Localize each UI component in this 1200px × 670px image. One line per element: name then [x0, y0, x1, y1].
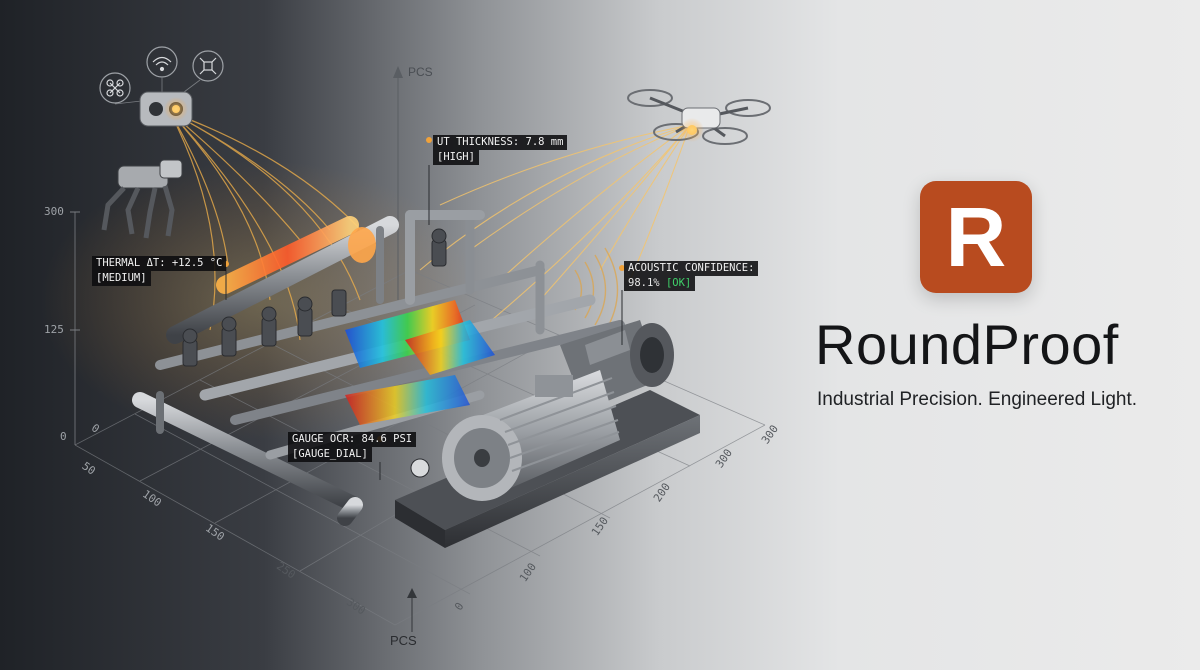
gauge-ocr-callout: GAUGE OCR: 84.6 PSI [GAUGE_DIAL]	[288, 432, 417, 462]
drone-icon	[99, 72, 131, 104]
acoustic-tag: [OK]	[665, 277, 692, 289]
wifi-icon	[146, 46, 178, 78]
propeller-icon	[192, 50, 224, 82]
acoustic-callout: ACOUSTIC CONFIDENCE: 98.1% [OK]	[624, 261, 759, 291]
ut-thickness-tag: [HIGH]	[433, 150, 479, 165]
thermal-callout: THERMAL ΔT: +12.5 °C [MEDIUM]	[92, 256, 227, 286]
brand-tagline: Industrial Precision. Engineered Light.	[817, 389, 1138, 410]
brand-logo: R	[920, 181, 1032, 293]
thermal-label: THERMAL ΔT: +12.5 °C	[92, 256, 227, 271]
brand-name: RoundProof	[815, 313, 1119, 376]
acoustic-value: 98.1%	[628, 277, 660, 289]
thermal-tag: [MEDIUM]	[92, 271, 151, 286]
vertical-axis-label: PCS	[408, 65, 433, 79]
light-beams-camera	[169, 111, 371, 341]
gauge-ocr-tag: [GAUGE_DIAL]	[288, 447, 372, 462]
acoustic-label: ACOUSTIC CONFIDENCE:	[624, 261, 759, 276]
acoustic-waves	[574, 247, 619, 333]
valves	[182, 228, 447, 478]
quadcopter-drone-icon	[627, 89, 771, 145]
robot-dog-icon	[101, 159, 183, 239]
y-tick: 125	[44, 323, 64, 336]
ut-thickness-callout: UT THICKNESS: 7.8 mm [HIGH]	[433, 135, 568, 165]
ut-thickness-label: UT THICKNESS: 7.8 mm	[433, 135, 568, 150]
brand-logo-letter: R	[945, 190, 1007, 284]
y-tick: 300	[44, 205, 64, 218]
y-tick: 0	[60, 430, 67, 443]
sensor-camera-icon	[139, 91, 193, 127]
gauge-ocr-label: GAUGE OCR: 84.6 PSI	[288, 432, 417, 447]
bottom-axis-label: PCS	[390, 633, 417, 648]
